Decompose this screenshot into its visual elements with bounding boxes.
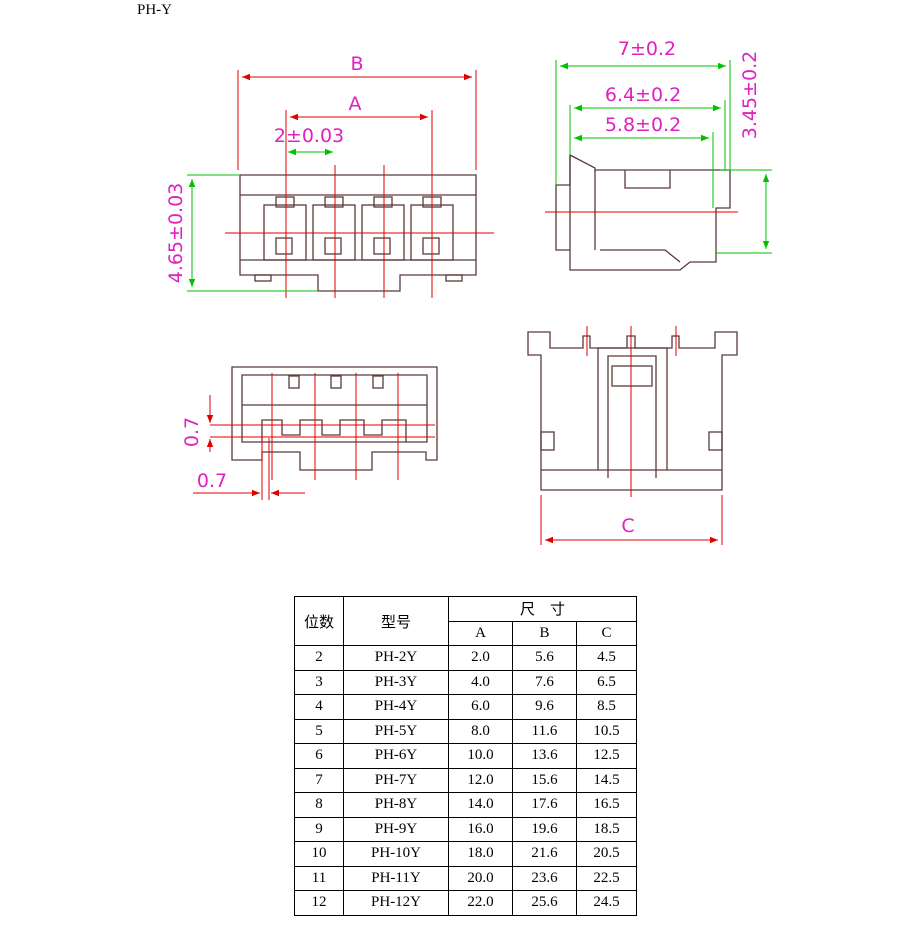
header-a: A [448,620,513,646]
cell-b: 9.6 [512,694,577,720]
cell-c: 16.5 [576,792,637,818]
cell-c: 14.5 [576,767,637,793]
dim-b-label: B [350,53,363,75]
top-centerlines [540,326,723,545]
cell-b: 11.6 [512,718,577,744]
cell-a: 4.0 [448,669,513,695]
side-view: 7±0.2 6.4±0.2 5.8±0.2 3.45±0.2 [545,38,772,271]
cell-a: 20.0 [448,865,513,891]
cell-a: 14.0 [448,792,513,818]
cell-model: PH-11Y [343,865,449,891]
cell-positions: 4 [294,694,344,720]
dim-0-7-horizontal-label: 0.7 [197,470,227,492]
cell-model: PH-10Y [343,841,449,867]
header-b: B [512,620,577,646]
cell-c: 12.5 [576,743,637,769]
cell-c: 20.5 [576,841,637,867]
cell-model: PH-9Y [343,816,449,842]
header-c: C [576,620,637,646]
cell-c: 24.5 [576,890,637,916]
cell-model: PH-12Y [343,890,449,916]
cell-a: 16.0 [448,816,513,842]
header-positions: 位数 [294,596,344,646]
dim-5-8-label: 5.8±0.2 [605,114,681,136]
cell-c: 18.5 [576,816,637,842]
header-size: 尺 寸 [448,596,637,622]
cell-model: PH-7Y [343,767,449,793]
cell-c: 8.5 [576,694,637,720]
cell-positions: 9 [294,816,344,842]
dim-7-label: 7±0.2 [618,38,676,60]
cell-positions: 5 [294,718,344,744]
bottom-view: 0.7 0.7 [181,366,438,500]
cell-a: 6.0 [448,694,513,720]
cell-b: 13.6 [512,743,577,769]
cell-positions: 8 [294,792,344,818]
cell-positions: 11 [294,865,344,891]
cell-model: PH-8Y [343,792,449,818]
top-view: C [527,326,738,545]
cell-a: 12.0 [448,767,513,793]
cell-b: 21.6 [512,841,577,867]
front-centerlines [225,70,494,298]
cell-b: 17.6 [512,792,577,818]
cell-a: 2.0 [448,645,513,671]
cell-c: 10.5 [576,718,637,744]
technical-drawing: B A 2±0.03 4.65±0.03 7±0.2 6.4±0.2 5.8±0… [165,38,772,545]
cell-model: PH-2Y [343,645,449,671]
cell-b: 15.6 [512,767,577,793]
cell-positions: 10 [294,841,344,867]
pin-cavities [263,196,454,261]
cell-b: 19.6 [512,816,577,842]
cell-b: 7.6 [512,669,577,695]
cell-b: 23.6 [512,865,577,891]
cell-model: PH-6Y [343,743,449,769]
cell-a: 8.0 [448,718,513,744]
cell-positions: 7 [294,767,344,793]
header-model: 型号 [343,596,449,646]
cell-a: 22.0 [448,890,513,916]
dim-a-label: A [349,93,362,115]
cell-c: 22.5 [576,865,637,891]
cell-a: 18.0 [448,841,513,867]
cell-positions: 2 [294,645,344,671]
dim-c-label: C [621,515,634,537]
document-title: PH-Y [137,2,173,18]
dim-6-4-label: 6.4±0.2 [605,84,681,106]
cell-positions: 6 [294,743,344,769]
cell-model: PH-3Y [343,669,449,695]
dim-height-label: 4.65±0.03 [165,183,187,284]
dim-0-7-vertical-label: 0.7 [181,417,203,447]
cell-c: 4.5 [576,645,637,671]
cell-a: 10.0 [448,743,513,769]
cell-positions: 12 [294,890,344,916]
cell-b: 5.6 [512,645,577,671]
dim-3-45-label: 3.45±0.2 [739,51,761,139]
front-view: B A 2±0.03 4.65±0.03 [165,53,494,298]
dim-pitch-label: 2±0.03 [274,125,344,147]
cell-c: 6.5 [576,669,637,695]
cell-positions: 3 [294,669,344,695]
cell-model: PH-4Y [343,694,449,720]
bottom-centerlines [210,373,435,500]
cell-b: 25.6 [512,890,577,916]
cell-model: PH-5Y [343,718,449,744]
